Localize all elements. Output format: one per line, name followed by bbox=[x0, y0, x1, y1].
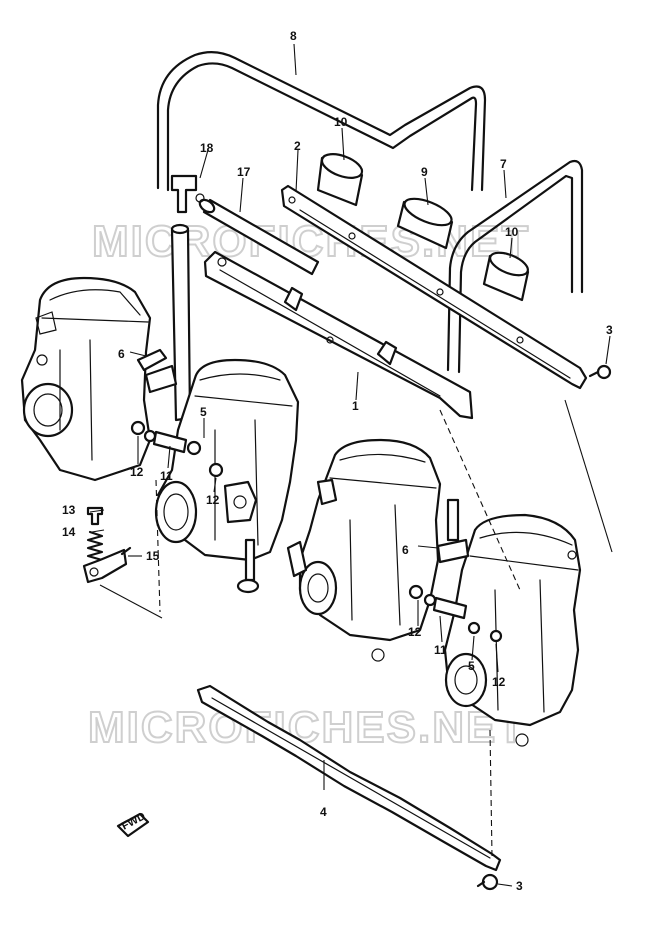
callout-3-upper: 3 bbox=[606, 323, 613, 337]
callout-5-left: 5 bbox=[200, 405, 207, 419]
callout-10-lower: 10 bbox=[505, 225, 519, 239]
callout-12-d: 12 bbox=[492, 675, 506, 689]
forward-direction-mark: FWD bbox=[116, 810, 150, 838]
rod-4 bbox=[196, 684, 502, 872]
sleeve-9 bbox=[396, 197, 454, 250]
bracket-2 bbox=[280, 184, 588, 390]
plate-1 bbox=[203, 250, 474, 420]
screw-3-upper bbox=[588, 364, 612, 380]
callout-4: 4 bbox=[320, 805, 327, 819]
callout-8: 8 bbox=[290, 29, 297, 43]
callout-13: 13 bbox=[62, 503, 76, 517]
sleeve-10-upper bbox=[316, 153, 364, 207]
joint-18 bbox=[170, 174, 205, 214]
carburetor-3 bbox=[286, 438, 442, 662]
carburetor-4 bbox=[443, 498, 582, 747]
screw-3-lower bbox=[476, 873, 499, 891]
callout-12-c: 12 bbox=[408, 625, 422, 639]
callout-9: 9 bbox=[421, 165, 428, 179]
callout-15: 15 bbox=[146, 549, 160, 563]
callout-12-a: 12 bbox=[130, 465, 144, 479]
callout-6-left: 6 bbox=[118, 347, 125, 361]
callout-12-b: 12 bbox=[206, 493, 220, 507]
callout-6-right: 6 bbox=[402, 543, 409, 557]
sleeve-10-lower bbox=[482, 251, 530, 302]
spring-14 bbox=[86, 530, 104, 562]
callout-17: 17 bbox=[237, 165, 251, 179]
adjuster-set-right bbox=[408, 538, 503, 643]
vent-pipe bbox=[170, 223, 192, 422]
callout-1: 1 bbox=[352, 399, 359, 413]
carburetor-2 bbox=[154, 358, 300, 594]
callout-18: 18 bbox=[200, 141, 214, 155]
hose-7 bbox=[446, 159, 584, 374]
hose-8 bbox=[156, 51, 487, 192]
callout-11-right: 11 bbox=[434, 643, 447, 657]
callout-5-right: 5 bbox=[468, 659, 475, 673]
bracket-15 bbox=[82, 546, 132, 584]
carburetor-1 bbox=[20, 276, 152, 482]
callout-2: 2 bbox=[294, 139, 301, 153]
callout-leaders bbox=[89, 43, 611, 887]
adjuster-set-left bbox=[130, 348, 224, 478]
callout-14: 14 bbox=[62, 525, 76, 539]
tube-17 bbox=[198, 198, 320, 276]
callout-11-left: 11 bbox=[160, 469, 173, 483]
callout-10-upper: 10 bbox=[334, 115, 348, 129]
callout-numbers: 8 10 18 17 2 9 7 10 3 6 1 5 12 11 12 13 … bbox=[62, 29, 613, 893]
installation-lines bbox=[99, 399, 613, 857]
callout-3-lower: 3 bbox=[516, 879, 523, 893]
callout-7: 7 bbox=[500, 157, 507, 171]
